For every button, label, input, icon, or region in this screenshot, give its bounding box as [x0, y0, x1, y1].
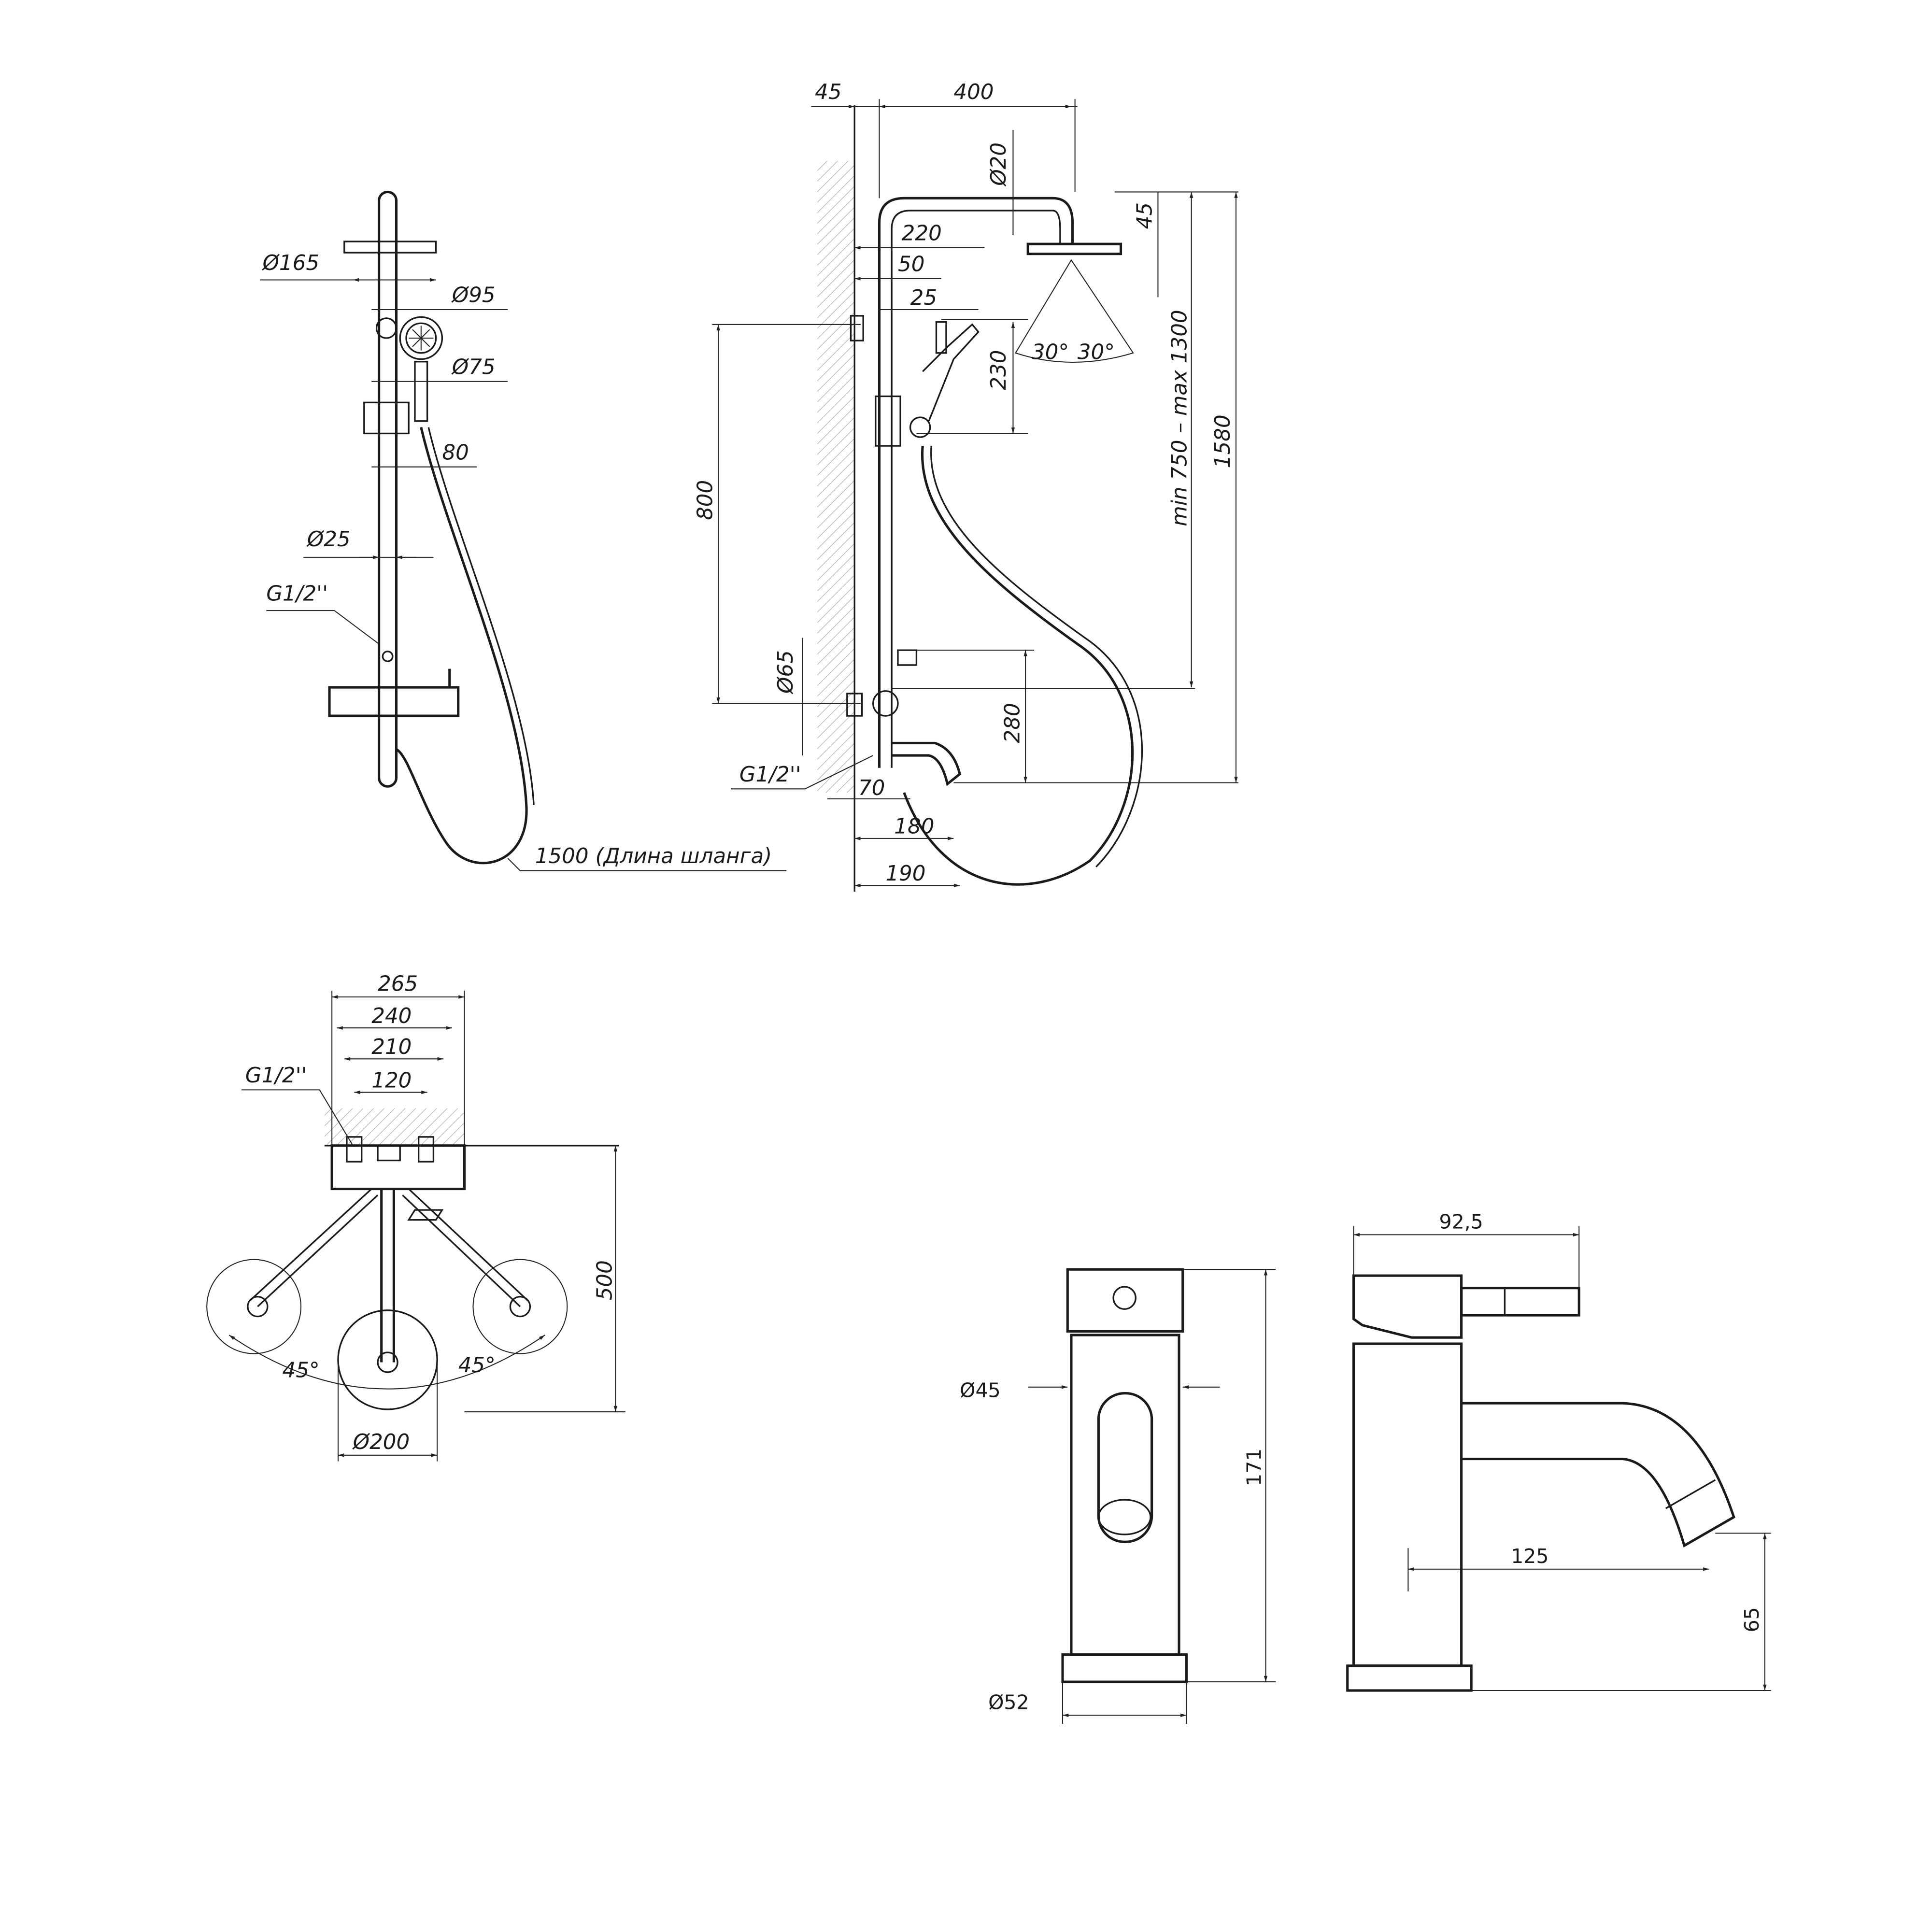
- dim-190: 190: [885, 862, 925, 886]
- dim-50: 50: [898, 253, 924, 277]
- mixer-body: [328, 686, 460, 717]
- faucet-hole: [1112, 1286, 1136, 1310]
- dim-flange-diameter: Ø65: [774, 650, 798, 695]
- dim-faucet-depth: 92,5: [1439, 1210, 1483, 1234]
- faucet-lever-block: [1066, 1268, 1184, 1333]
- dim-spout-reach: 125: [1511, 1545, 1548, 1568]
- dim-120: 120: [371, 1068, 412, 1093]
- dim-wall-offset: 45: [815, 80, 841, 104]
- hand-shower-handle: [414, 361, 428, 422]
- dim-total-height: 1580: [1211, 414, 1235, 468]
- faucet-side-lever: [1352, 1274, 1463, 1339]
- slide-holder: [363, 401, 410, 435]
- dim-head-height: 45: [1133, 202, 1157, 229]
- dim-arm-length: 400: [953, 80, 994, 104]
- shower-rod: [378, 190, 398, 788]
- faucet-spout: [1461, 1402, 1735, 1548]
- dim-depth: 500: [593, 1260, 617, 1300]
- thread-label: G1/2'': [266, 582, 328, 606]
- dim-head-diameter: Ø165: [262, 251, 319, 275]
- bath-spout: [892, 741, 962, 786]
- dim-rod-diameter: Ø25: [306, 527, 351, 552]
- angle-right: 45°: [458, 1353, 496, 1378]
- dim-spout-height: 280: [1000, 703, 1024, 743]
- top-thread-label: G1/2'': [245, 1064, 307, 1088]
- shower-front-view: Ø165 Ø95 Ø75 80 Ø25 G1/2'' 1500 (Длина ш…: [260, 190, 787, 871]
- dim-body-diameter: Ø45: [960, 1378, 1000, 1402]
- dim-70: 70: [858, 776, 885, 800]
- spray-angle-right: 30°: [1078, 341, 1115, 365]
- hand-shower: [399, 316, 443, 360]
- dim-hand-shower-diameter: Ø95: [451, 284, 496, 308]
- spray-cone: [1015, 259, 1134, 363]
- dim-arm-diameter: Ø20: [987, 142, 1011, 187]
- dim-base-diameter: Ø52: [988, 1690, 1029, 1714]
- dim-180: 180: [894, 815, 934, 839]
- faucet-lever-rod: [1460, 1287, 1580, 1317]
- dim-210: 210: [371, 1035, 412, 1059]
- dim-hand-inner: Ø75: [451, 355, 496, 379]
- side-shower-head: [1026, 242, 1122, 256]
- side-hose: [903, 445, 1134, 886]
- dim-faucet-spout-height: 65: [1740, 1607, 1763, 1632]
- faucet-side-body: [1352, 1342, 1463, 1667]
- side-hand-shower: [922, 323, 980, 422]
- shower-side-view: 30° 30° 45 400 Ø20 45 220 50 25 230: [693, 80, 1239, 892]
- head-circle-right: [472, 1259, 568, 1354]
- dim-hand-height: 230: [987, 350, 1011, 390]
- dim-adjust-range: min 750 – max 1300: [1167, 310, 1192, 526]
- head-circle-center: [337, 1309, 438, 1410]
- side-thread-label: G1/2'': [739, 763, 801, 787]
- spray-angle-left: 30°: [1032, 341, 1069, 365]
- dim-holder-offset: 80: [442, 440, 469, 465]
- dim-inlet-spacing: 800: [693, 480, 717, 520]
- faucet-base: [1061, 1653, 1188, 1683]
- angle-left: 45°: [283, 1358, 320, 1382]
- shower-head: [343, 241, 437, 254]
- dim-faucet-height: 171: [1242, 1449, 1265, 1486]
- hose-length-label: 1500 (Длина шланга): [535, 844, 772, 868]
- dim-220: 220: [902, 221, 942, 245]
- wall-hatch: [817, 161, 855, 793]
- faucet-spout-front: [1097, 1392, 1153, 1543]
- dim-265: 265: [378, 972, 418, 996]
- dim-25: 25: [910, 286, 937, 310]
- dim-240: 240: [371, 1004, 412, 1028]
- faucet-front-view: Ø45 171 Ø52: [960, 1268, 1276, 1724]
- head-circle-left: [206, 1259, 302, 1354]
- faucet-body: [1070, 1334, 1180, 1656]
- shower-arm: [878, 197, 1074, 768]
- faucet-side-base: [1346, 1664, 1473, 1692]
- shower-hose: [396, 427, 528, 865]
- dim-head-200: Ø200: [352, 1430, 410, 1454]
- side-slide-holder: [875, 395, 901, 447]
- top-mixer-body: [330, 1144, 466, 1191]
- top-wall-hatch: [324, 1108, 465, 1146]
- shower-top-view: 45° 45° 265 240 210 120 G1/2'' 500 Ø200: [206, 972, 625, 1462]
- faucet-side-view: 92,5 125 65: [1346, 1210, 1771, 1692]
